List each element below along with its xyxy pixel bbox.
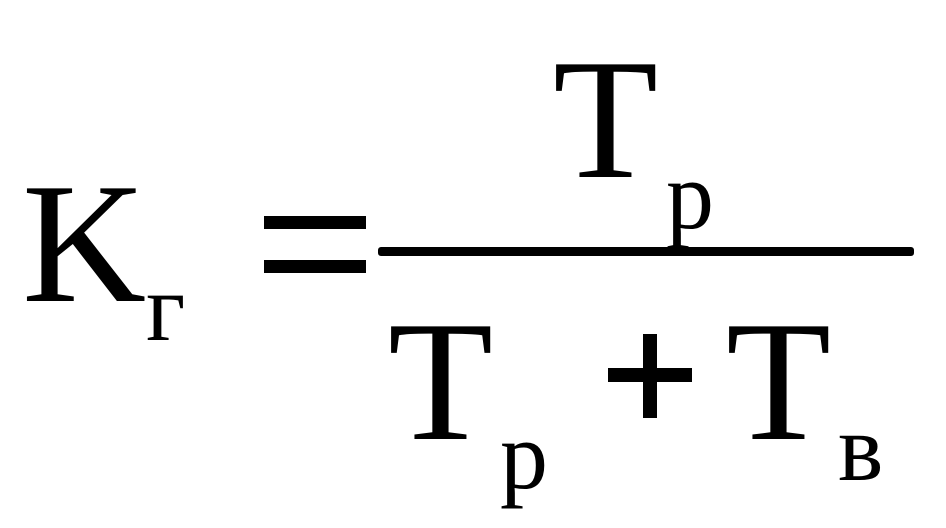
denominator-term1-symbol: T <box>388 287 494 477</box>
equals-bar-bottom <box>264 260 366 273</box>
denominator-term2-symbol: T <box>726 287 832 477</box>
numerator-subscript: р <box>666 142 714 249</box>
lhs-subscript: г <box>146 254 186 361</box>
fraction-bar <box>378 247 914 256</box>
numerator-symbol: T <box>553 25 659 215</box>
denominator-term2-subscript: в <box>838 394 884 501</box>
lhs-symbol: K <box>22 149 147 339</box>
plus-vertical <box>643 334 657 418</box>
denominator-term1-subscript: р <box>500 402 548 509</box>
equals-bar-top <box>264 216 366 229</box>
